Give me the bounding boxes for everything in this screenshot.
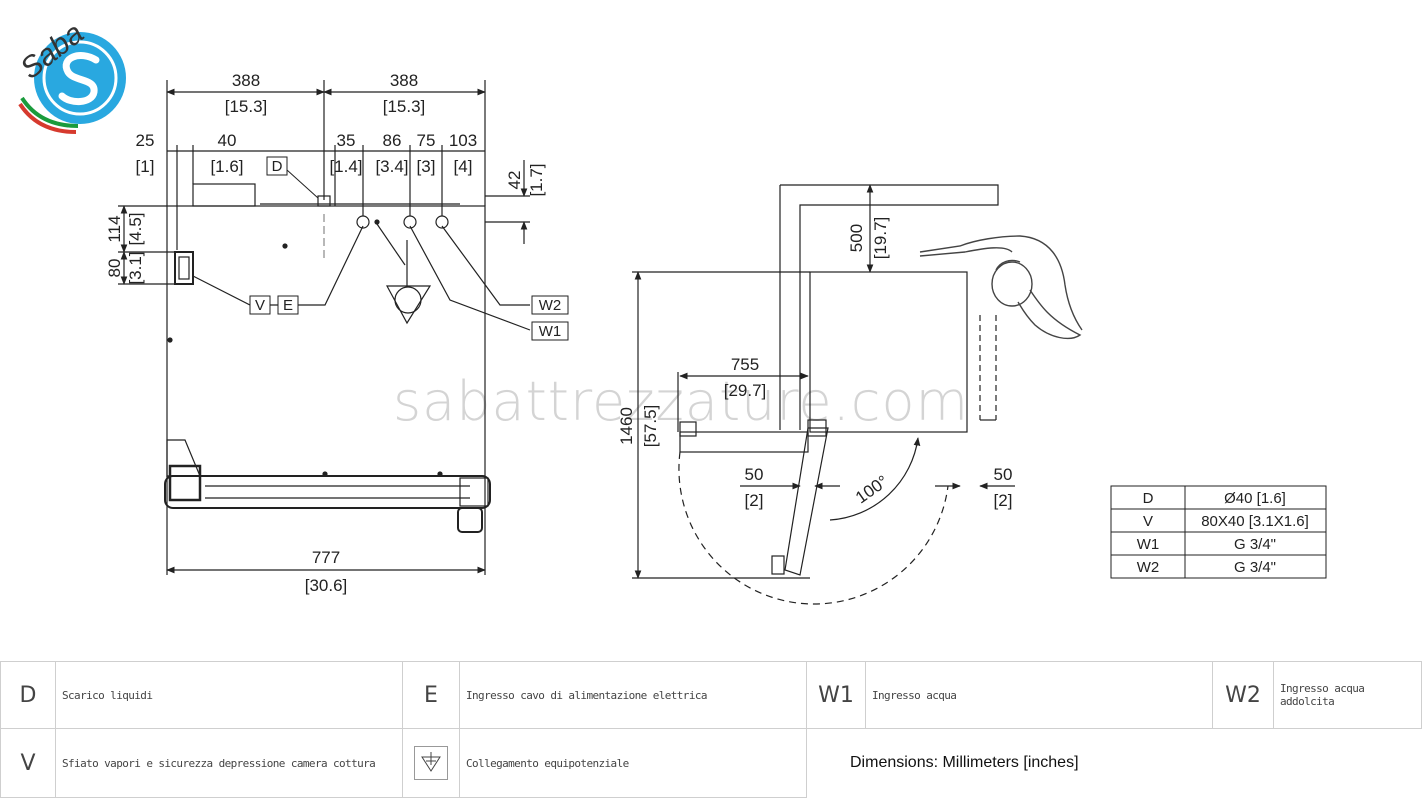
dim-75: 75 xyxy=(417,131,436,150)
dim-1460-in: [57.5] xyxy=(641,405,660,448)
watermark: sabattrezzature.com xyxy=(393,370,969,433)
dim-40-in: [1.6] xyxy=(210,157,243,176)
dim-25: 25 xyxy=(136,131,155,150)
spec-code: D xyxy=(1143,490,1154,507)
dim-25-in: [1] xyxy=(136,157,155,176)
legend-desc-e: Ingresso cavo di alimentazione elettrica xyxy=(459,661,807,729)
front-view xyxy=(118,80,531,575)
dim-50-door-in: [2] xyxy=(745,491,764,510)
legend-desc-equipotential: Collegamento equipotenziale xyxy=(459,728,807,798)
dim-50-door: 50 xyxy=(745,465,764,484)
top-view xyxy=(632,184,1083,605)
legend-desc-d: Scarico liquidi xyxy=(55,661,403,729)
dim-388-left-in: [15.3] xyxy=(225,97,268,116)
top-view-dims: 500 [19.7] 755 [29.7] 1460 [57.5] 50 [2]… xyxy=(617,217,1012,510)
dim-755-in: [29.7] xyxy=(724,381,767,400)
callout-w1: W1 xyxy=(539,323,562,340)
legend-code-w1: W1 xyxy=(806,661,866,729)
dim-80-in: [3.1] xyxy=(126,251,145,284)
dim-50-side: 50 xyxy=(994,465,1013,484)
dim-114: 114 xyxy=(105,215,124,242)
legend-desc-v: Sfiato vapori e sicurezza depressione ca… xyxy=(55,728,403,798)
dim-500-in: [19.7] xyxy=(871,217,890,260)
dim-35-in: [1.4] xyxy=(329,157,362,176)
callout-v: V xyxy=(255,297,265,314)
spec-table: D Ø40 [1.6] V 80X40 [3.1X1.6] W1 G 3/4" … xyxy=(1110,485,1327,579)
legend-code-w2: W2 xyxy=(1212,661,1274,729)
legend-code-v: V xyxy=(0,728,56,798)
dim-755: 755 xyxy=(731,355,759,374)
spec-value: Ø40 [1.6] xyxy=(1224,490,1286,507)
dim-777: 777 xyxy=(312,548,340,567)
dim-777-in: [30.6] xyxy=(305,576,348,595)
spec-value: G 3/4" xyxy=(1234,559,1276,576)
dim-80: 80 xyxy=(105,259,124,278)
spec-code: W2 xyxy=(1137,559,1160,576)
dim-388-left: 388 xyxy=(232,71,260,90)
legend-code-e: E xyxy=(402,661,460,729)
dim-1460: 1460 xyxy=(617,407,636,445)
spec-code: W1 xyxy=(1137,536,1160,553)
legend-code-d: D xyxy=(0,661,56,729)
dim-114-in: [4.5] xyxy=(126,212,145,245)
dim-40: 40 xyxy=(218,131,237,150)
callout-e: E xyxy=(283,297,293,314)
dim-42: 42 xyxy=(505,171,524,190)
callout-d: D xyxy=(272,158,283,175)
door-angle: 100° xyxy=(852,472,892,508)
spec-code: V xyxy=(1143,513,1153,530)
front-view-dims: 388 [15.3] 388 [15.3] 25 [1] 40 [1.6] 35… xyxy=(105,71,546,595)
dim-35: 35 xyxy=(337,131,356,150)
dim-86-in: [3.4] xyxy=(375,157,408,176)
dim-500: 500 xyxy=(847,224,866,252)
dim-103-in: [4] xyxy=(454,157,473,176)
legend-code-equipotential xyxy=(402,728,460,798)
dim-75-in: [3] xyxy=(417,157,436,176)
units-note: Dimensions: Millimeters [inches] xyxy=(850,754,1079,771)
legend: D Scarico liquidi E Ingresso cavo di ali… xyxy=(0,661,1422,799)
equipotential-icon xyxy=(414,746,448,780)
legend-desc-w2: Ingresso acqua addolcita xyxy=(1273,661,1422,729)
spec-value: 80X40 [3.1X1.6] xyxy=(1201,513,1309,530)
spec-value: G 3/4" xyxy=(1234,536,1276,553)
dim-388-right: 388 xyxy=(390,71,418,90)
dim-103: 103 xyxy=(449,131,477,150)
front-view-callouts xyxy=(249,156,569,341)
technical-drawing: Saba sabattrezzature.com xyxy=(14,17,1327,605)
saba-logo: Saba xyxy=(14,17,126,134)
legend-desc-w1: Ingresso acqua xyxy=(865,661,1213,729)
dim-86: 86 xyxy=(383,131,402,150)
dim-388-right-in: [15.3] xyxy=(383,97,426,116)
dim-42-in: [1.7] xyxy=(527,163,546,196)
dim-50-side-in: [2] xyxy=(994,491,1013,510)
callout-w2: W2 xyxy=(539,297,562,314)
